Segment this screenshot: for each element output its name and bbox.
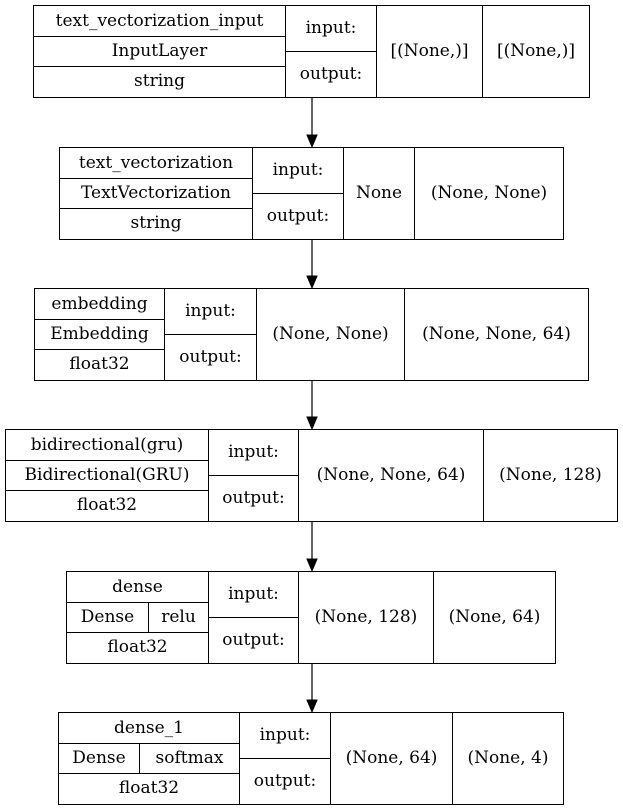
input-shape: (None, None, 64) — [316, 465, 466, 485]
layer-name: text_vectorization_input — [55, 10, 264, 31]
layer-class: InputLayer — [111, 40, 208, 61]
layer-class: Dense — [72, 747, 126, 768]
input-label: input: — [305, 18, 357, 38]
layer-class: Dense — [80, 606, 135, 627]
layer-node-bidirectional-gru: bidirectional(gru) Bidirectional(GRU) fl… — [5, 429, 618, 522]
arrow-4-to-5 — [306, 664, 318, 714]
output-shape: (None, 128) — [499, 465, 602, 485]
layer-name: embedding — [51, 293, 148, 314]
input-shape: (None, None) — [272, 324, 389, 344]
layer-name: dense_1 — [114, 717, 184, 738]
output-shape: (None, 64) — [448, 607, 541, 627]
layer-activation: softmax — [155, 747, 224, 768]
arrow-0-to-1 — [306, 98, 318, 149]
output-label: output: — [253, 771, 317, 791]
layer-dtype: string — [134, 71, 185, 91]
layer-dtype: string — [130, 213, 182, 233]
input-shape: (None, 64) — [345, 748, 438, 768]
arrow-1-to-2 — [306, 240, 318, 290]
output-label: output: — [299, 64, 363, 84]
layer-dtype: float32 — [76, 495, 138, 515]
output-shape: (None, 4) — [467, 748, 549, 768]
input-label: input: — [185, 301, 236, 321]
output-shape: [(None,)] — [496, 41, 576, 61]
layer-node-embedding: embedding Embedding float32 input: outpu… — [34, 288, 589, 381]
output-shape: (None, None, 64) — [422, 324, 571, 344]
input-label: input: — [272, 160, 324, 180]
layer-dtype: float32 — [107, 637, 168, 657]
layer-dtype: float32 — [69, 354, 130, 374]
output-label: output: — [266, 206, 330, 226]
layer-activation: relu — [161, 606, 196, 627]
output-label: output: — [222, 488, 285, 508]
output-label: output: — [179, 347, 242, 367]
layer-name: bidirectional(gru) — [30, 434, 184, 455]
layer-name: text_vectorization — [78, 152, 234, 173]
layer-node-dense: dense Dense relu float32 input: output: … — [66, 571, 556, 664]
layer-class: Embedding — [50, 323, 149, 344]
input-label: input: — [259, 725, 311, 745]
input-shape: (None, 128) — [314, 607, 418, 627]
layer-node-dense-1: dense_1 Dense softmax float32 input: out… — [58, 712, 564, 805]
input-shape: [(None,)] — [390, 41, 469, 61]
arrow-2-to-3 — [306, 381, 318, 431]
input-shape: None — [355, 183, 403, 203]
input-label: input: — [228, 584, 279, 604]
arrow-3-to-4 — [306, 522, 318, 573]
layer-class: TextVectorization — [81, 182, 231, 203]
input-label: input: — [228, 442, 279, 462]
layer-name: dense — [112, 576, 163, 597]
output-label: output: — [222, 630, 285, 650]
layer-node-text-vectorization-input: text_vectorization_input InputLayer stri… — [33, 5, 590, 98]
layer-dtype: float32 — [118, 778, 180, 798]
output-shape: (None, None) — [430, 183, 548, 203]
layer-class: Bidirectional(GRU) — [24, 464, 190, 485]
layer-node-text-vectorization: text_vectorization TextVectorization str… — [59, 147, 564, 240]
